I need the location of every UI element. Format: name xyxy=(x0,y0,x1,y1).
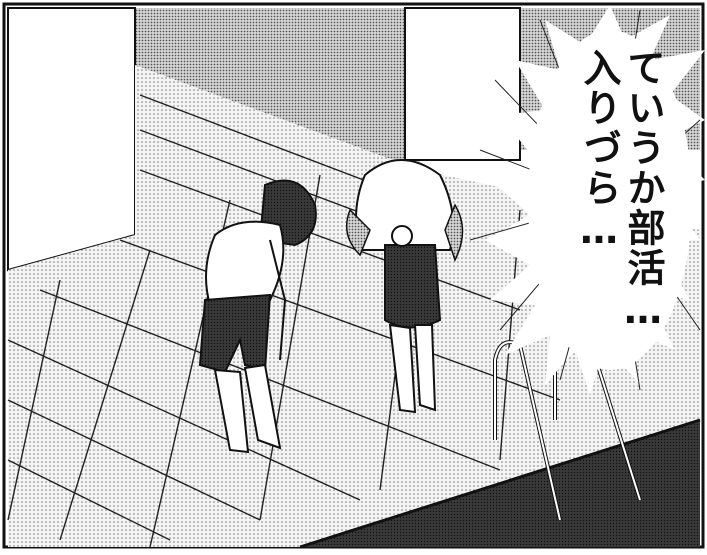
speech-text: ていうか部活… 入りづら… xyxy=(577,48,665,334)
speech-burst xyxy=(469,5,705,395)
boy-figure xyxy=(198,179,317,454)
pool-edge xyxy=(299,418,701,549)
girl-figure xyxy=(345,159,464,414)
pillar-left xyxy=(7,7,136,272)
pillar-right xyxy=(404,7,521,161)
